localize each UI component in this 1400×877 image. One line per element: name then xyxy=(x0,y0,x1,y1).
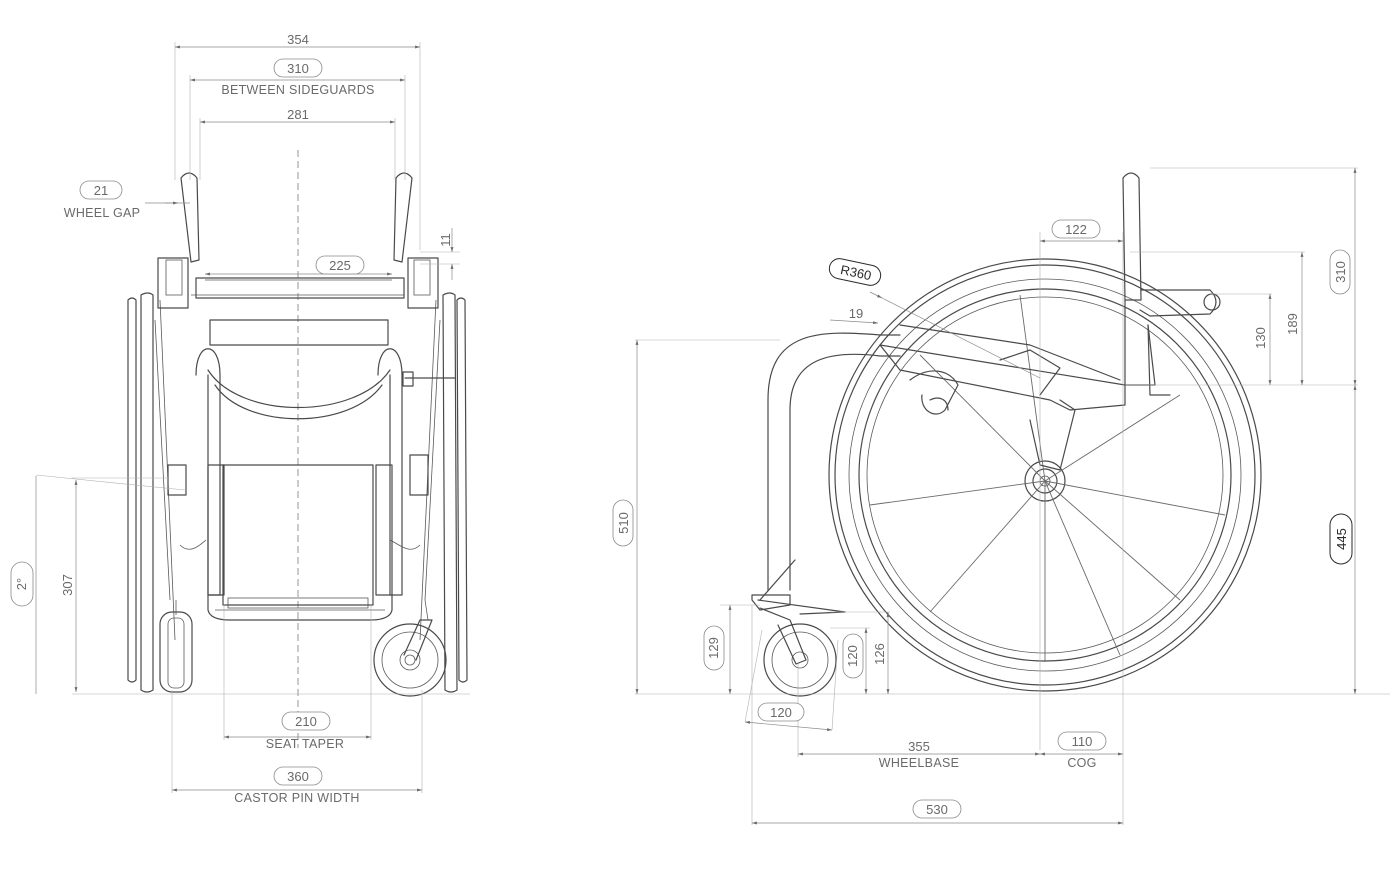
caption-castor-pin-width: CASTOR PIN WIDTH xyxy=(234,791,359,805)
dim-445: 445 xyxy=(1334,528,1349,550)
dim-281: 281 xyxy=(287,107,309,122)
side-castor xyxy=(757,599,846,697)
caption-wheel-gap: WHEEL GAP xyxy=(64,206,141,220)
caption-seat-taper: SEAT TAPER xyxy=(266,737,345,751)
front-right-wheel xyxy=(402,257,468,693)
dim-120-castor: 120 xyxy=(770,705,792,720)
caption-cog: COG xyxy=(1067,756,1096,770)
front-seat xyxy=(207,319,391,611)
dim-19: 19 xyxy=(849,306,863,321)
side-frame xyxy=(751,172,1221,611)
dim-225: 225 xyxy=(329,258,351,273)
dim-129: 129 xyxy=(706,637,721,659)
dim-r360: R360 xyxy=(839,262,873,283)
dim-354: 354 xyxy=(287,32,309,47)
dim-130: 130 xyxy=(1253,327,1268,349)
caption-between-sideguards: BETWEEN SIDEGUARDS xyxy=(221,83,374,97)
dim-510: 510 xyxy=(616,512,631,534)
dim-21-wheel-gap: 21 xyxy=(94,183,108,198)
front-view: 354 310 BETWEEN SIDEGUARDS 281 21 WHEEL … xyxy=(10,32,470,805)
caption-wheelbase: WHEELBASE xyxy=(879,756,960,770)
dim-189: 189 xyxy=(1285,313,1300,335)
front-right-castor xyxy=(373,599,447,697)
front-frame-tubes xyxy=(179,348,421,621)
front-left-castor xyxy=(159,600,193,693)
dim-307: 307 xyxy=(60,574,75,596)
dim-355-wheelbase: 355 xyxy=(908,739,930,754)
side-view: R360 19 122 310 130 189 510 445 129 xyxy=(612,167,1390,825)
dim-210-seat-taper: 210 xyxy=(295,714,317,729)
front-backrest-posts xyxy=(180,172,413,299)
side-rear-wheel-spokes xyxy=(869,294,1226,662)
dim-11: 11 xyxy=(438,233,453,247)
dim-camber-2deg: 2° xyxy=(14,578,29,590)
dim-120-vertical: 120 xyxy=(845,645,860,667)
dim-530-overall-length: 530 xyxy=(926,802,948,817)
dim-360-castor-pin-width: 360 xyxy=(287,769,309,784)
dim-310-side: 310 xyxy=(1333,261,1348,283)
dim-110-cog: 110 xyxy=(1072,734,1093,749)
dim-122: 122 xyxy=(1065,222,1087,237)
dim-126: 126 xyxy=(872,643,887,665)
dim-310-between-sideguards: 310 xyxy=(287,61,309,76)
side-rear-wheel xyxy=(828,258,1262,692)
front-left-wheel xyxy=(127,257,189,693)
